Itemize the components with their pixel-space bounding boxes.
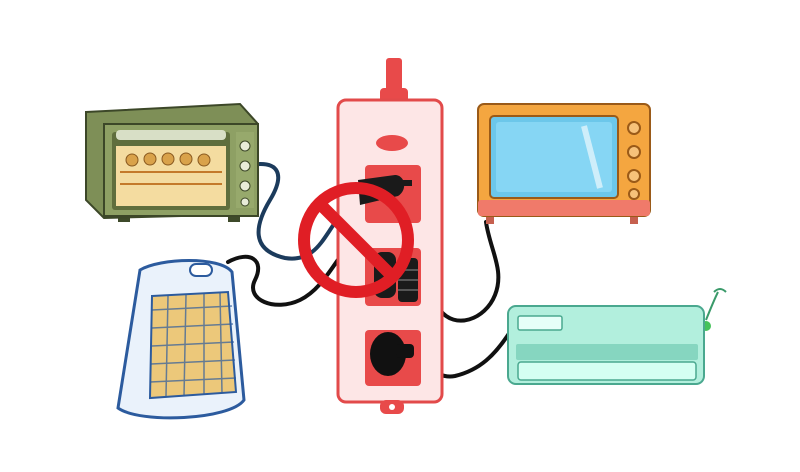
power-switch[interactable] (376, 135, 408, 151)
plug-bottom-tail (396, 344, 414, 358)
power-strip-cord (386, 58, 402, 94)
plug-bottom (370, 332, 406, 376)
no-symbol-icon (298, 182, 414, 298)
space-heater-icon (116, 259, 246, 420)
air-conditioner-icon (507, 288, 727, 385)
plug-top-prong (398, 180, 412, 186)
toaster-oven-icon (85, 102, 259, 222)
power-strip-hook-hole (389, 404, 395, 410)
microwave-icon (477, 103, 651, 224)
